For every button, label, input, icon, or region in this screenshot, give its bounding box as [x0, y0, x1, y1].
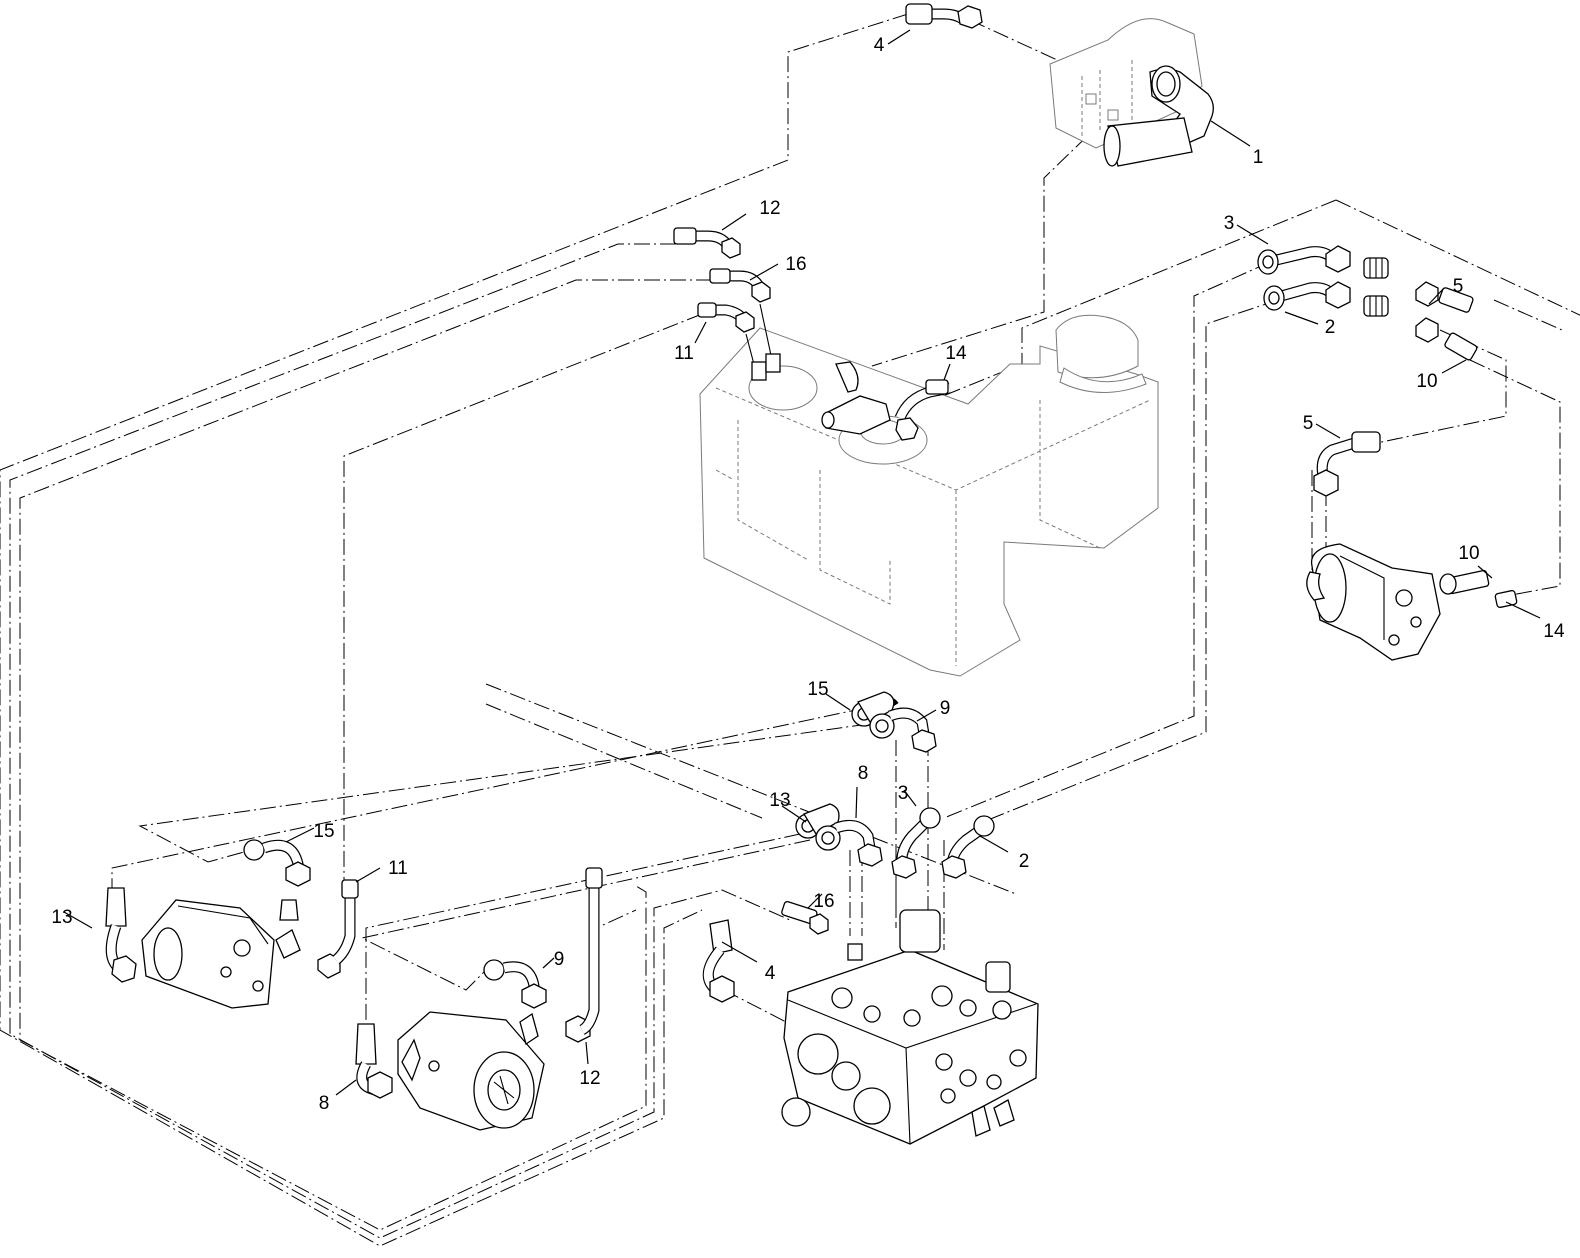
- callout-13-left: 13: [51, 907, 72, 928]
- callout-10-lower: 10: [1458, 543, 1479, 564]
- part-center-fittings-15-9-13-8-3-2: [795, 691, 995, 879]
- callout-16-valve: 16: [813, 891, 834, 912]
- hose-routing-paths: [0, 13, 1580, 1247]
- callout-9-center: 9: [940, 698, 951, 719]
- callout-5-upper: 5: [1453, 276, 1464, 297]
- part-tank-fittings-14: [821, 361, 952, 441]
- callout-4-top: 4: [874, 35, 885, 56]
- callout-14-tank: 14: [945, 343, 967, 364]
- callout-8-left: 8: [319, 1093, 330, 1114]
- callout-leaders: [63, 29, 1541, 1096]
- callout-2-right: 2: [1325, 317, 1336, 338]
- callout-16-top: 16: [785, 254, 806, 275]
- callout-13-center: 13: [769, 790, 790, 811]
- part-elbow-fitting-1: [1103, 65, 1214, 167]
- part-hose-elbow-top-4: [905, 3, 983, 29]
- callout-15-left: 15: [313, 821, 334, 842]
- hydraulic-tank-outline: [699, 314, 1159, 677]
- part-elbow-fittings-12-16-11: [673, 227, 781, 381]
- callout-9-left: 9: [554, 949, 565, 970]
- callout-labels: 1 2 2 3 3 4 4 5 5 8 8 9 9 10 10 11 11 12…: [51, 35, 1565, 1114]
- callout-15-center: 15: [807, 679, 828, 700]
- callout-10-upper: 10: [1416, 371, 1437, 392]
- part-right-fittings-3-2-5-10: [1257, 245, 1478, 361]
- callout-11-top: 11: [674, 343, 694, 364]
- callout-2-center: 2: [1019, 851, 1030, 872]
- part-left-pump-lower: [355, 867, 603, 1131]
- callout-4-valve: 4: [765, 963, 776, 984]
- callout-14-right: 14: [1543, 621, 1565, 642]
- callout-8-center: 8: [858, 763, 869, 784]
- part-left-pump-upper: [105, 839, 359, 1009]
- callout-11-left: 11: [388, 858, 408, 879]
- part-right-pump: [1306, 431, 1518, 661]
- callout-1: 1: [1253, 147, 1264, 168]
- callout-5-lower: 5: [1303, 413, 1314, 434]
- part-valve-fittings-4-16: [702, 900, 829, 1003]
- callout-3-center: 3: [898, 783, 909, 804]
- callout-12-top: 12: [759, 198, 780, 219]
- part-control-valve-manifold: [781, 909, 1039, 1145]
- callout-12-left: 12: [579, 1068, 600, 1089]
- callout-3-right: 3: [1224, 213, 1235, 234]
